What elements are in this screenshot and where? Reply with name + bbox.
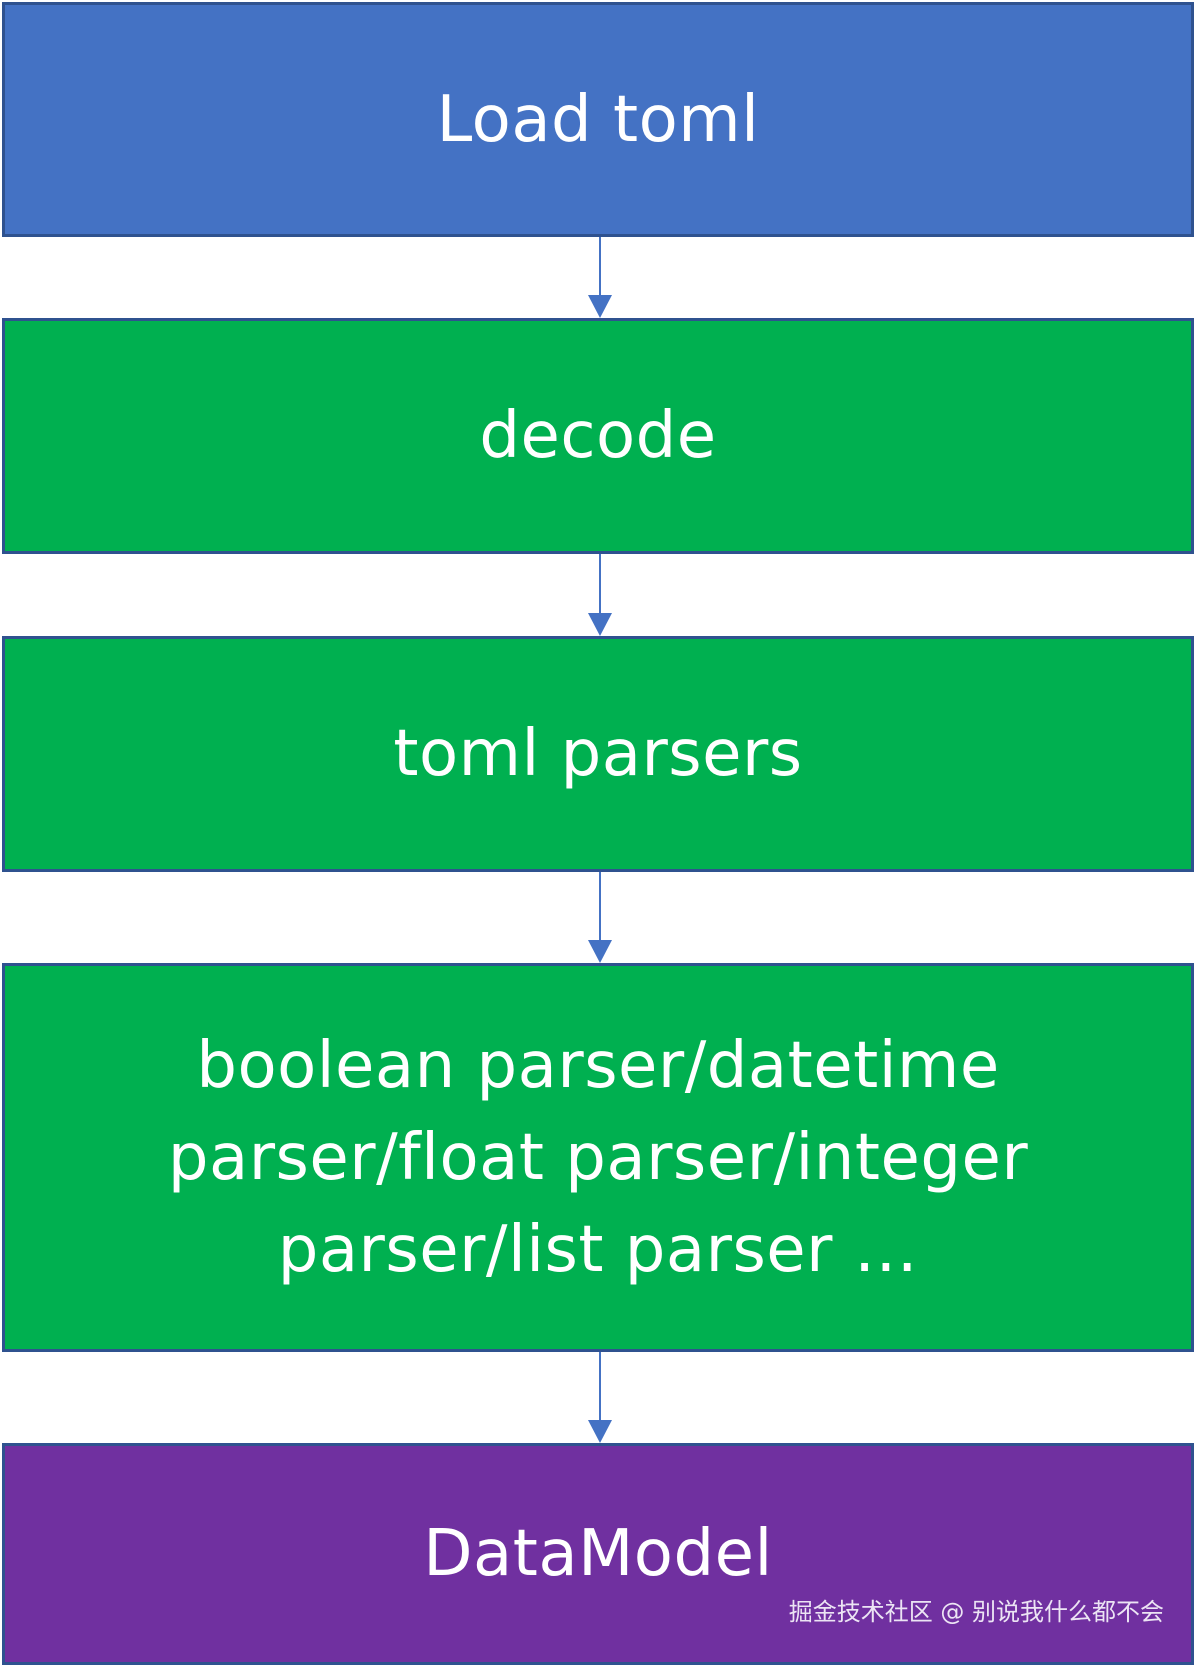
edge-toml-parsers-to-parsers-list [588, 872, 612, 963]
arrowhead-icon [588, 1420, 612, 1443]
node-parsers-list: boolean parser/datetime parser/float par… [2, 963, 1194, 1352]
node-load-toml-label: Load toml [436, 82, 760, 157]
arrowhead-icon [588, 940, 612, 963]
arrowhead-icon [588, 613, 612, 636]
node-load-toml: Load toml [2, 2, 1194, 237]
node-decode-label: decode [479, 399, 717, 473]
node-toml-parsers: toml parsers [2, 636, 1194, 872]
watermark: 掘金技术社区 @ 别说我什么都不会 [788, 1598, 1164, 1626]
node-datamodel-label: DataModel [423, 1517, 773, 1591]
node-toml-parsers-label: toml parsers [393, 717, 803, 791]
edge-decode-to-toml-parsers [588, 554, 612, 636]
arrowhead-icon [588, 295, 612, 318]
edge-load-to-decode [588, 237, 612, 318]
edge-parsers-list-to-datamodel [588, 1352, 612, 1443]
node-datamodel: DataModel [2, 1443, 1194, 1665]
node-parsers-list-label: boolean parser/datetime parser/float par… [167, 1028, 1029, 1287]
node-decode: decode [2, 318, 1194, 554]
